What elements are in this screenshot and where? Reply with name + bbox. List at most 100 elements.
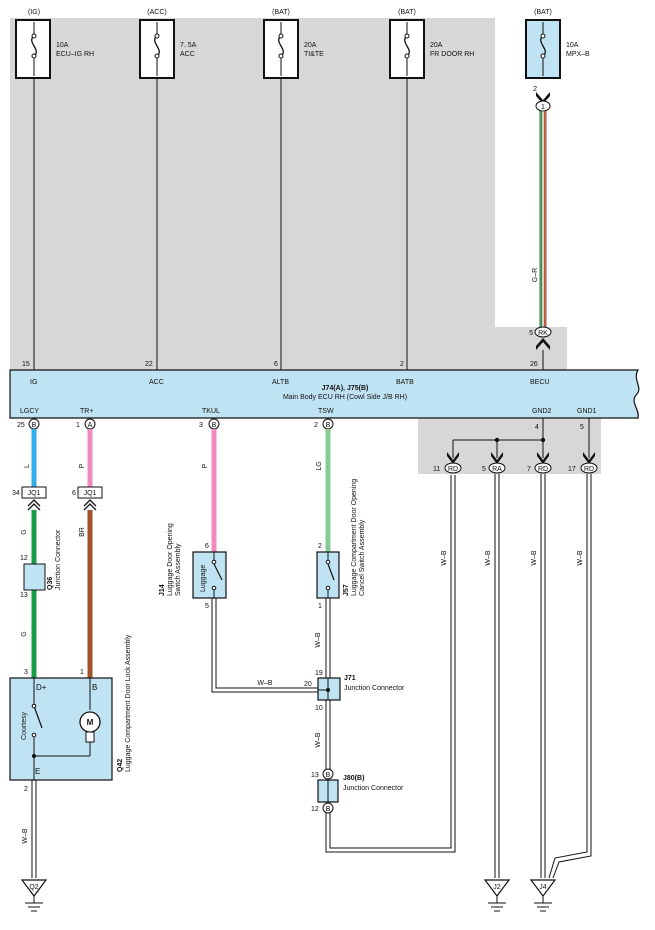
svg-text:11: 11 [433, 466, 440, 473]
svg-text:2: 2 [400, 361, 404, 368]
svg-text:20A: 20A [304, 42, 317, 49]
svg-text:5: 5 [529, 330, 533, 337]
svg-text:RD: RD [448, 466, 458, 473]
svg-text:Q2: Q2 [29, 884, 38, 891]
svg-text:10A: 10A [56, 42, 69, 49]
svg-text:15: 15 [22, 361, 30, 368]
svg-text:A: A [88, 422, 93, 429]
svg-text:22: 22 [145, 361, 153, 368]
svg-text:J14: J14 [159, 584, 166, 596]
svg-text:LG: LG [316, 461, 323, 470]
svg-text:G–R: G–R [532, 268, 539, 282]
svg-text:5: 5 [580, 424, 584, 431]
svg-text:2: 2 [24, 786, 28, 793]
ground-q2-icon: Q2 [20, 879, 48, 912]
svg-text:FR DOOR RH: FR DOOR RH [430, 51, 474, 58]
tkul-wire: P [202, 429, 217, 552]
svg-text:W–B: W–B [257, 680, 273, 687]
fuse-fr-door-rh: (BAT) 20A FR DOOR RH [389, 9, 474, 79]
svg-text:3: 3 [199, 422, 203, 429]
svg-text:5: 5 [205, 603, 209, 610]
lgcy-wire: L G G [21, 429, 37, 678]
svg-text:BR: BR [79, 527, 86, 537]
wire-label: W–B [531, 550, 538, 566]
j71-junction-connector: 19 20 10 J71 Junction Connector [304, 670, 405, 712]
svg-text:Junction Connector: Junction Connector [344, 685, 405, 692]
svg-text:20A: 20A [430, 42, 443, 49]
ground-connectors: RD 11 RA 5 RD 7 RD 17 [433, 452, 598, 474]
svg-text:LGCY: LGCY [20, 408, 39, 415]
svg-text:J57: J57 [343, 584, 350, 596]
svg-text:L: L [24, 464, 31, 468]
ground-wires [494, 474, 592, 879]
svg-text:RD: RD [538, 466, 548, 473]
tr-plus-wire: P BR [79, 429, 93, 678]
becu-wire: 2 1 G–R 5 RK [529, 86, 552, 370]
q42-ground-wire: 2 W–B [22, 780, 37, 878]
svg-text:TR+: TR+ [80, 408, 93, 415]
wire-label: W–B [441, 550, 448, 566]
fuse-ecu-ig-rh: (IG) 10A ECU–IG RH [15, 9, 94, 79]
svg-text:P: P [202, 463, 209, 468]
svg-text:6: 6 [274, 361, 278, 368]
svg-text:(BAT): (BAT) [534, 9, 552, 16]
svg-text:W–B: W–B [315, 732, 322, 748]
svg-text:TI&TE: TI&TE [304, 51, 324, 58]
svg-text:Luggage Compartment Door Openi: Luggage Compartment Door Opening [351, 479, 358, 596]
svg-text:1: 1 [76, 422, 80, 429]
svg-text:W–B: W–B [22, 828, 29, 844]
j14-luggage-door-switch: 6 Luggage 5 J14 Luggage Door Opening Swi… [159, 523, 227, 610]
svg-text:GND1: GND1 [577, 408, 597, 415]
svg-text:M: M [87, 718, 94, 727]
svg-text:BECU: BECU [530, 379, 549, 386]
svg-text:ALTB: ALTB [272, 379, 289, 386]
main-body-ecu: 15 IG 22 ACC 6 ALTB 2 BATB 26 BECU J74(A… [9, 361, 640, 419]
svg-text:B: B [92, 683, 97, 692]
j80-to-rd-wire [325, 475, 456, 853]
svg-text:Q36: Q36 [47, 577, 54, 590]
svg-text:G: G [21, 631, 28, 636]
svg-text:W–B: W–B [315, 632, 322, 648]
j80-junction-connector: 13 B 12 B J80(B) Junction Connector [311, 768, 404, 814]
svg-text:J74(A), J75(B): J74(A), J75(B) [322, 385, 369, 392]
svg-text:ACC: ACC [180, 51, 195, 58]
svg-text:Junction Connector: Junction Connector [343, 785, 404, 792]
fuse-ti-te: (BAT) 20A TI&TE [263, 9, 324, 79]
svg-text:TKUL: TKUL [202, 408, 220, 415]
svg-text:Switch Assembly: Switch Assembly [175, 543, 182, 596]
svg-text:E: E [35, 767, 40, 776]
svg-text:12: 12 [20, 555, 28, 562]
svg-text:B: B [32, 422, 37, 429]
svg-text:3: 3 [24, 669, 28, 676]
svg-text:RA: RA [492, 466, 502, 473]
svg-text:1: 1 [541, 104, 545, 111]
fuse-mpx-b: (BAT) 10A MPX–B [525, 9, 590, 79]
junction-dot [494, 437, 500, 443]
wire-label: W–B [577, 550, 584, 566]
ground-j2-icon: J2 [483, 879, 511, 912]
svg-text:J4: J4 [539, 884, 547, 891]
svg-text:Luggage: Luggage [200, 565, 207, 592]
svg-text:Cancel Switch Assembly: Cancel Switch Assembly [359, 519, 366, 596]
svg-text:7. 5A: 7. 5A [180, 42, 197, 49]
junction-dot [540, 437, 546, 443]
svg-text:P: P [79, 463, 86, 468]
svg-text:Courtesy: Courtesy [21, 711, 28, 740]
svg-text:J80(B): J80(B) [343, 775, 364, 782]
svg-text:G: G [21, 529, 28, 534]
svg-text:MPX–B: MPX–B [566, 51, 590, 58]
svg-text:1: 1 [80, 669, 84, 676]
svg-text:10A: 10A [566, 42, 579, 49]
svg-text:2: 2 [318, 543, 322, 550]
q36-junction-connector: 12 13 Q36 Junction Connector [20, 529, 62, 599]
svg-text:GND2: GND2 [532, 408, 552, 415]
svg-text:RD: RD [584, 466, 594, 473]
ecu-bottom-connectors: 25 B 1 A 3 B 2 B 4 5 [17, 418, 584, 431]
tsw-wire: LG [316, 429, 331, 552]
svg-text:26: 26 [530, 361, 538, 368]
svg-text:6: 6 [72, 490, 76, 497]
svg-text:12: 12 [311, 806, 319, 813]
svg-text:Luggage Compartment Door Lock: Luggage Compartment Door Lock Assembly [125, 634, 132, 772]
j71-to-j80-wire: W–B [315, 700, 331, 770]
